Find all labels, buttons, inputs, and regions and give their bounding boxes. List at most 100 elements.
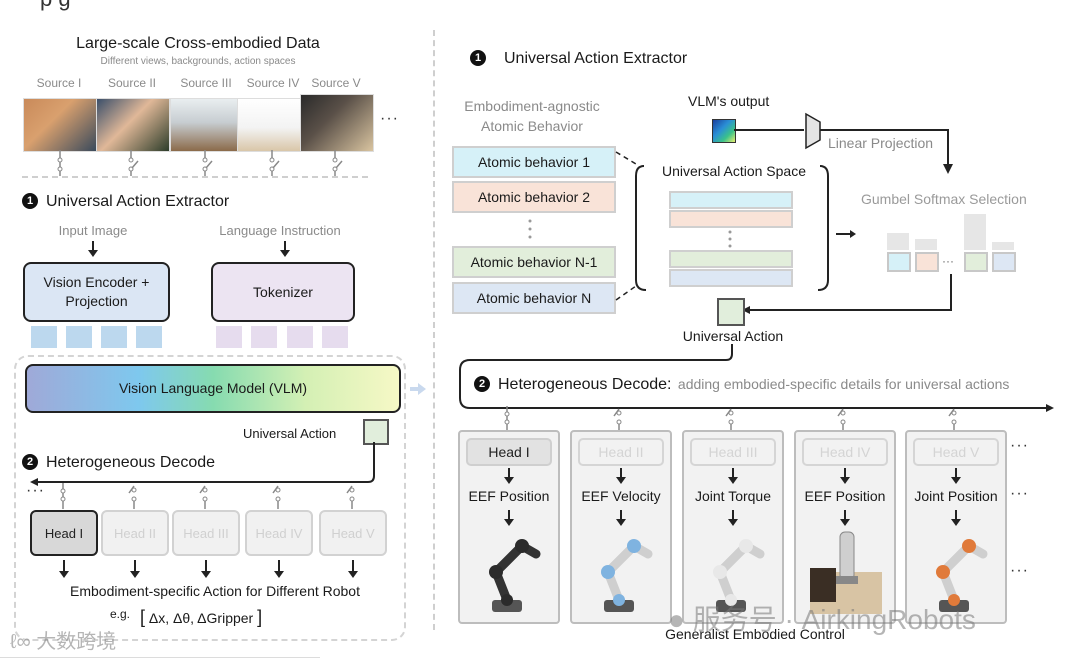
linear-projection-label: Linear Projection xyxy=(828,135,934,151)
head-label: Head III xyxy=(183,525,229,541)
vision-token xyxy=(66,326,92,348)
card-action-type: EEF Position xyxy=(468,488,550,504)
head-2-box: Head II xyxy=(101,510,169,556)
right-extractor-title-text: Universal Action Extractor xyxy=(504,50,688,67)
gumbel-to-action-arrow xyxy=(742,274,952,314)
card-head-arrow xyxy=(951,468,961,484)
gumbel-prob-bar xyxy=(915,239,937,250)
left-extractor-title-text: Universal Action Extractor xyxy=(46,193,230,210)
step-1-badge: 1 xyxy=(22,193,38,209)
watermark-right-text: 服务号 · AirkingRobots xyxy=(692,604,976,635)
vlm-output-token xyxy=(712,119,736,143)
head-5-box: Head V xyxy=(319,510,387,556)
right-step-1-badge: 1 xyxy=(470,50,486,66)
right-decode-title-text: Heterogeneous Decode: xyxy=(498,376,672,393)
robot-arm-image xyxy=(810,528,882,614)
atomic-header-line2: Atomic Behavior xyxy=(481,118,583,134)
tokenizer-label: Tokenizer xyxy=(253,283,313,300)
example-prefix: e.g. xyxy=(110,607,131,621)
right-step-2-badge: 2 xyxy=(474,376,490,392)
head-output-arrow xyxy=(201,560,211,578)
head-label: Head II xyxy=(114,525,156,541)
linear-projection-path xyxy=(734,112,953,174)
atomic-behavior-1: Atomic behavior 1 xyxy=(452,146,616,178)
card-head-arrow xyxy=(840,468,850,484)
step-2-badge: 2 xyxy=(22,454,38,470)
source-switch-icon xyxy=(126,150,140,176)
head-switch-icon xyxy=(271,483,285,509)
source-label: Source I xyxy=(36,76,82,90)
head-switch-icon xyxy=(345,483,359,509)
card-switch-icon xyxy=(612,406,626,432)
card-action-type: EEF Position xyxy=(804,488,886,504)
source-label: Source III xyxy=(180,76,232,90)
language-instruction-arrow xyxy=(280,241,290,257)
card-action-arrow xyxy=(840,510,850,526)
uas-bar-3 xyxy=(669,250,793,268)
atomic-behavior-n-1: Atomic behavior N-1 xyxy=(452,246,616,278)
card-switch-icon xyxy=(500,406,514,432)
source-image xyxy=(170,98,244,152)
left-universal-action-label: Universal Action xyxy=(243,426,337,441)
vlm-box: Vision Language Model (VLM) xyxy=(25,364,401,413)
source-label: Source IV xyxy=(246,76,300,90)
right-extractor-title: 1 Universal Action Extractor xyxy=(470,50,687,68)
vision-token xyxy=(136,326,162,348)
card-head: Head V xyxy=(913,438,999,466)
head-4-box: Head IV xyxy=(245,510,313,556)
card-action-type: Joint Position xyxy=(914,488,998,504)
right-universal-action-label: Universal Action xyxy=(682,328,784,344)
gumbel-prob-bar xyxy=(964,214,986,250)
head-output-arrow xyxy=(130,560,140,578)
gumbel-square-1 xyxy=(887,252,911,272)
expand-arrow-icon xyxy=(410,382,426,395)
card-switch-icon xyxy=(724,406,738,432)
language-token xyxy=(287,326,313,348)
model-container xyxy=(14,355,406,641)
data-divider xyxy=(22,176,368,178)
input-image-arrow xyxy=(88,241,98,257)
card-head-arrow xyxy=(728,468,738,484)
bottom-rule xyxy=(0,657,320,658)
source-switch-icon xyxy=(200,150,214,176)
robot-arm-image xyxy=(474,528,546,614)
atomic-behavior-2: Atomic behavior 2 xyxy=(452,181,616,213)
vlm-output-label: VLM's output xyxy=(688,93,770,109)
cards-ellipsis-top: ··· xyxy=(1010,437,1029,454)
data-title: Large-scale Cross-embodied Data xyxy=(76,35,320,52)
cards-ellipsis-mid: ··· xyxy=(1010,485,1029,502)
atomic-vertical-ellipsis xyxy=(528,218,532,240)
data-subtitle: Different views, backgrounds, action spa… xyxy=(100,56,296,67)
watermark-left: ℓ∞ 大数跨境 xyxy=(10,625,116,654)
source-switch-icon xyxy=(53,150,67,176)
source-image xyxy=(96,98,170,152)
wechat-icon: ● xyxy=(668,604,685,635)
gumbel-prob-bar xyxy=(887,233,909,250)
card-action-type: EEF Velocity xyxy=(581,488,661,504)
uas-bar-1 xyxy=(669,191,793,209)
card-head: Head III xyxy=(690,438,776,466)
head-switch-icon xyxy=(56,483,70,509)
uas-bar-4 xyxy=(669,269,793,287)
card-action-arrow xyxy=(728,510,738,526)
atomic-header-line1: Embodiment-agnostic xyxy=(464,98,600,114)
head-switch-icon xyxy=(198,483,212,509)
gumbel-label: Gumbel Softmax Selection xyxy=(861,191,1027,207)
gumbel-prob-bar xyxy=(992,242,1014,250)
source-image xyxy=(300,94,374,152)
source-switch-icon xyxy=(267,150,281,176)
gumbel-square-3 xyxy=(964,252,988,272)
gumbel-ellipsis: ··· xyxy=(942,254,954,268)
card-action-arrow xyxy=(504,510,514,526)
panel-divider xyxy=(433,30,435,630)
vlm-label: Vision Language Model (VLM) xyxy=(118,380,308,396)
left-universal-action-token xyxy=(363,419,389,445)
left-heads-ellipsis: ··· xyxy=(26,482,45,499)
sources-ellipsis: ··· xyxy=(380,110,399,127)
head-label: Head IV xyxy=(255,525,303,541)
atomic-behavior-n: Atomic behavior N xyxy=(452,282,616,314)
head-1-box: Head I xyxy=(30,510,98,556)
